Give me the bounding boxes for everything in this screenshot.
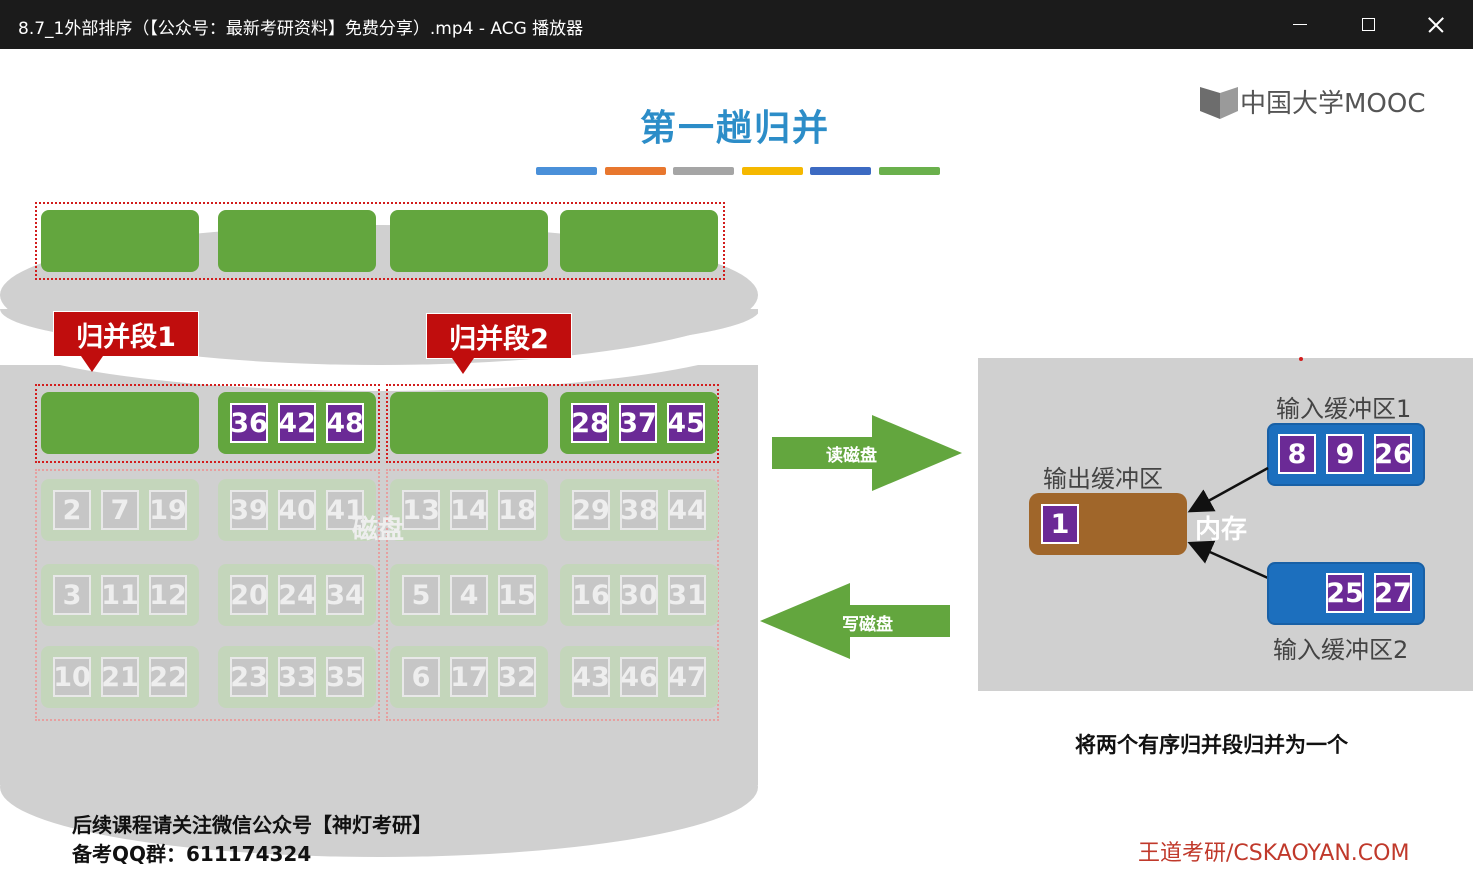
minimize-button[interactable] xyxy=(1272,0,1328,49)
disk-block xyxy=(41,210,199,272)
faint-value: 5 xyxy=(402,575,440,615)
slide-caption: 将两个有序归并段归并为一个 xyxy=(1075,733,1348,757)
faint-value: 18 xyxy=(498,490,536,530)
run-2-value: 37 xyxy=(619,403,657,443)
faint-value: 11 xyxy=(101,575,139,615)
run-1-faint-box xyxy=(35,469,380,721)
write-disk-arrow-icon xyxy=(760,583,950,659)
input-buffer-2-value: 25 xyxy=(1326,573,1364,613)
memory-label: 内存 xyxy=(1195,515,1248,545)
faint-value: 20 xyxy=(230,575,268,615)
faint-value: 7 xyxy=(101,490,139,530)
faint-value: 30 xyxy=(620,575,658,615)
video-frame[interactable]: 第一趟归并 中国大学MOOC 归并段1 归并段2 36 42 48 28 37 … xyxy=(0,49,1473,878)
input-buffer-2-label: 输入缓冲区2 xyxy=(1273,636,1409,664)
input-buffer-1-value: 9 xyxy=(1326,434,1364,474)
output-run-box xyxy=(35,202,725,280)
maximize-icon xyxy=(1361,18,1375,31)
color-bar xyxy=(810,167,871,175)
brand-watermark: 王道考研/CSKAOYAN.COM xyxy=(1138,841,1410,866)
color-bar xyxy=(673,167,734,175)
faint-value: 10 xyxy=(53,657,91,697)
footer-wechat-text: 后续课程请关注微信公众号【神灯考研】 xyxy=(72,813,432,837)
color-bar xyxy=(878,167,940,175)
disk-block xyxy=(41,392,199,454)
faint-value: 3 xyxy=(53,575,91,615)
run-2-box xyxy=(386,384,719,463)
disk-block xyxy=(218,210,376,272)
run-2-faint-box xyxy=(386,469,719,721)
run-2-value: 28 xyxy=(571,403,609,443)
input-buffer-1-label: 输入缓冲区1 xyxy=(1276,395,1412,423)
faint-value: 23 xyxy=(230,657,268,697)
faint-value: 43 xyxy=(572,657,610,697)
footer-qq-text: 备考QQ群：611174324 xyxy=(72,842,312,866)
color-bar xyxy=(604,167,666,175)
color-bar xyxy=(741,167,803,175)
faint-value: 6 xyxy=(402,657,440,697)
merge-arrows-icon xyxy=(1187,466,1269,580)
faint-value: 47 xyxy=(668,657,706,697)
input-buffer-2-value: 27 xyxy=(1374,573,1412,613)
faint-value: 15 xyxy=(498,575,536,615)
color-bar xyxy=(536,167,597,175)
faint-value: 39 xyxy=(230,490,268,530)
faint-value: 21 xyxy=(101,657,139,697)
faint-value: 22 xyxy=(149,657,187,697)
run-2-callout: 归并段2 xyxy=(426,313,572,359)
run-2-value: 45 xyxy=(667,403,705,443)
faint-value: 31 xyxy=(668,575,706,615)
input-buffer-1-value: 26 xyxy=(1374,434,1412,474)
faint-value: 40 xyxy=(278,490,316,530)
disk-block xyxy=(560,210,718,272)
run-1-box xyxy=(35,384,380,463)
faint-value: 41 xyxy=(326,490,364,530)
faint-value: 13 xyxy=(402,490,440,530)
faint-value: 46 xyxy=(620,657,658,697)
write-disk-label: 写磁盘 xyxy=(842,615,893,635)
close-button[interactable] xyxy=(1408,0,1464,49)
red-dot xyxy=(1299,357,1303,361)
output-buffer-value: 1 xyxy=(1041,504,1079,544)
mooc-logo-text: 中国大学MOOC xyxy=(1240,89,1426,119)
faint-value: 16 xyxy=(572,575,610,615)
window-title: 8.7_1外部排序（【公众号：最新考研资料】免费分享）.mp4 - ACG 播放… xyxy=(18,19,584,39)
disk-block xyxy=(390,210,548,272)
faint-value: 2 xyxy=(53,490,91,530)
faint-value: 12 xyxy=(149,575,187,615)
mooc-logo-icon xyxy=(1200,87,1238,119)
run-2-callout-tip xyxy=(452,358,474,374)
faint-value: 14 xyxy=(450,490,488,530)
minimize-icon xyxy=(1293,24,1307,25)
faint-value: 32 xyxy=(498,657,536,697)
slide-title: 第一趟归并 xyxy=(639,108,830,149)
faint-value: 38 xyxy=(620,490,658,530)
run-1-callout-tip xyxy=(81,356,103,372)
output-buffer-label: 输出缓冲区 xyxy=(1043,465,1163,493)
disk-label: 磁盘 xyxy=(352,515,405,545)
faint-value: 29 xyxy=(572,490,610,530)
faint-value: 33 xyxy=(278,657,316,697)
run-1-value: 36 xyxy=(230,403,268,443)
run-1-callout: 归并段1 xyxy=(53,311,199,357)
run-1-value: 42 xyxy=(278,403,316,443)
faint-value: 19 xyxy=(149,490,187,530)
maximize-button[interactable] xyxy=(1340,0,1396,49)
faint-value: 17 xyxy=(450,657,488,697)
input-buffer-1-value: 8 xyxy=(1278,434,1316,474)
faint-value: 4 xyxy=(450,575,488,615)
faint-value: 34 xyxy=(326,575,364,615)
run-1-value: 48 xyxy=(326,403,364,443)
read-disk-label: 读磁盘 xyxy=(826,446,877,466)
faint-value: 24 xyxy=(278,575,316,615)
read-disk-arrow-icon xyxy=(772,415,962,491)
disk-block xyxy=(390,392,548,454)
window-titlebar: 8.7_1外部排序（【公众号：最新考研资料】免费分享）.mp4 - ACG 播放… xyxy=(0,0,1473,49)
faint-value: 35 xyxy=(326,657,364,697)
close-icon xyxy=(1428,17,1444,33)
faint-value: 44 xyxy=(668,490,706,530)
